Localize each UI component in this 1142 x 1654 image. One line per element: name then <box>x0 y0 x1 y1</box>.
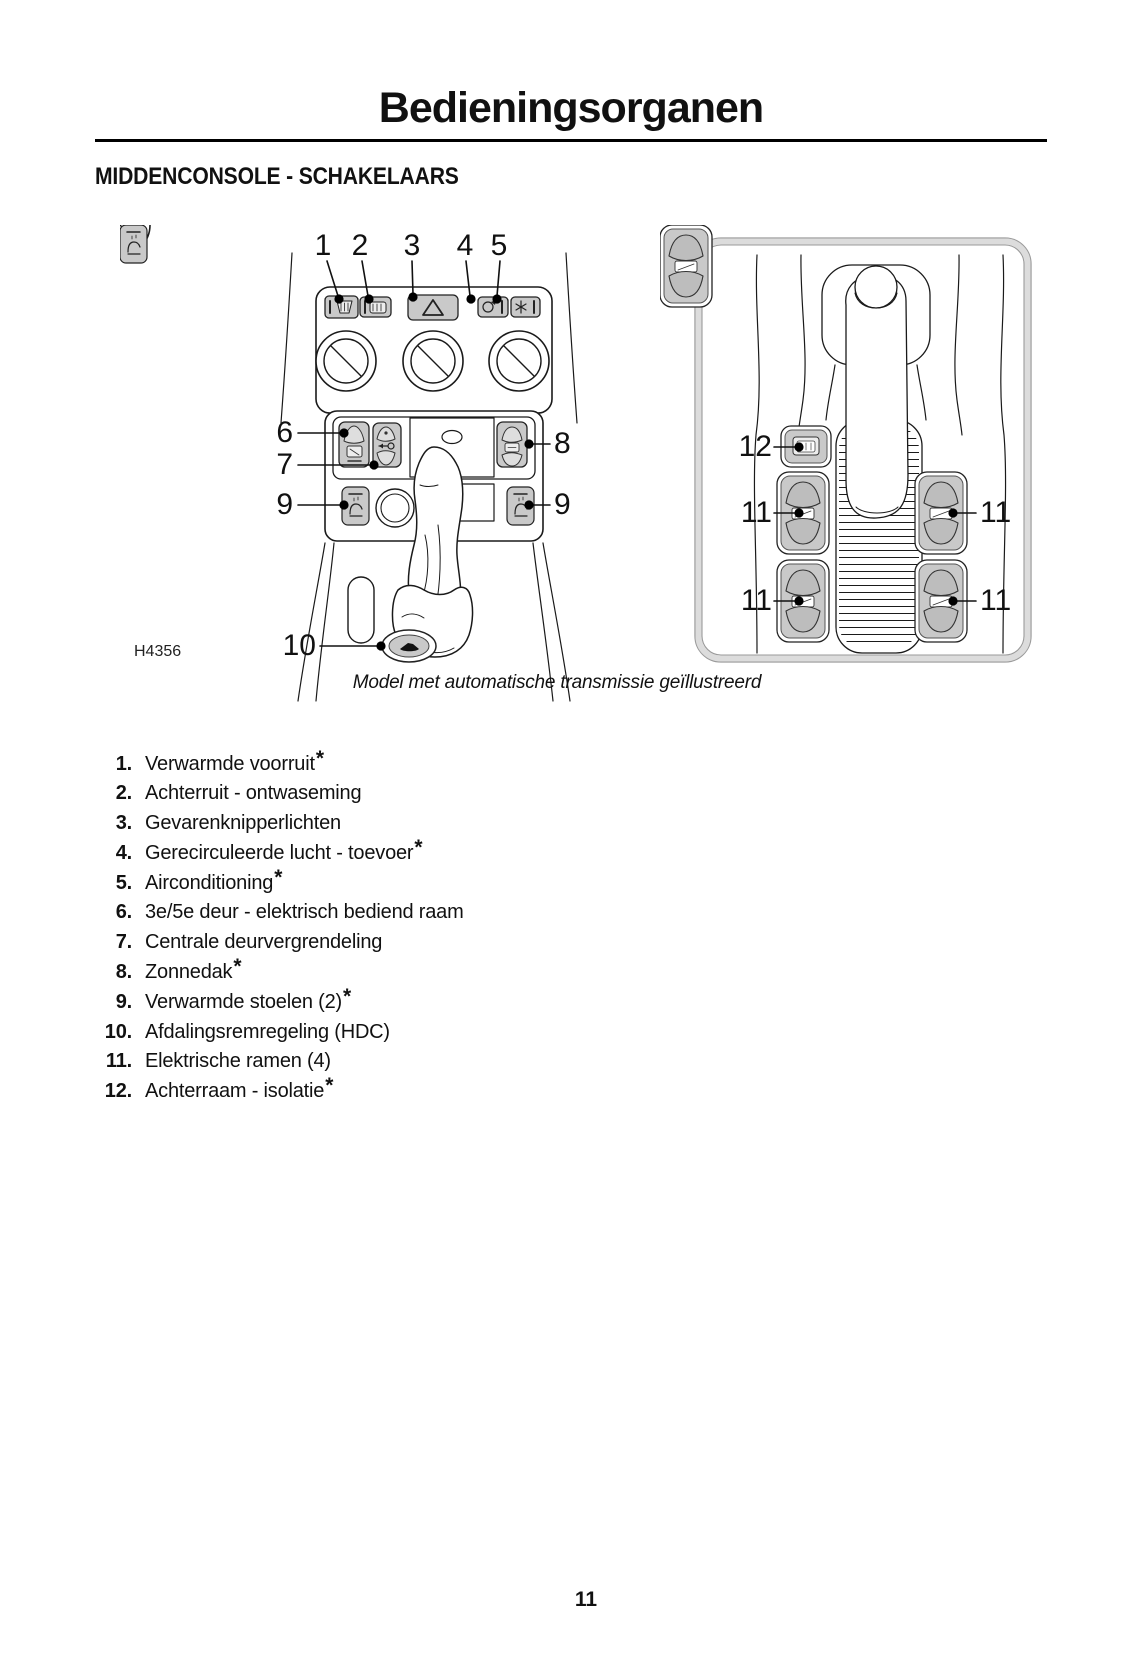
callout-12: 12 <box>739 430 772 463</box>
legend-item-10: 10. Afdalingsremregeling (HDC) <box>95 1018 715 1047</box>
page-number: 11 <box>574 1588 598 1611</box>
legend-num: 5. <box>115 872 132 895</box>
legend-item-9: 9. Verwarmde stoelen (2)* <box>95 985 715 1017</box>
central-locking-switch <box>372 422 402 468</box>
legend-text: Centrale deurvergrendeling <box>145 930 383 953</box>
legend-num: 2. <box>115 782 132 805</box>
tailgate-window-icon <box>346 445 363 458</box>
option-asterisk: * <box>233 955 242 979</box>
heater-dial-centre <box>402 330 464 392</box>
callout-6: 6 <box>276 416 293 449</box>
legend-text: Achterraam - isolatie <box>145 1080 325 1103</box>
figure-console-front: 1 2 3 4 5 6 7 8 9 9 10 H4356 <box>120 225 600 705</box>
callout-7: 7 <box>276 448 293 481</box>
callout-5: 5 <box>491 229 508 262</box>
callout-10: 10 <box>283 629 316 662</box>
option-asterisk: * <box>414 835 423 859</box>
legend-num: 3. <box>115 811 132 834</box>
callout-8: 8 <box>554 427 571 460</box>
left-figure-callouts <box>297 260 551 651</box>
legend-num: 10. <box>104 1020 132 1043</box>
callout-11-right-front: 11 <box>980 496 1011 529</box>
option-asterisk: * <box>343 985 351 1009</box>
central-locking-icon <box>378 442 395 450</box>
legend-item-11: 11. Elektrische ramen (4) <box>95 1047 715 1076</box>
air-conditioning-button <box>510 296 541 318</box>
callout-3: 3 <box>404 229 421 262</box>
heated-windscreen-button <box>324 295 359 319</box>
legend-item-1: 1. Verwarmde voorruit* <box>95 747 715 779</box>
callout-9-left: 9 <box>276 488 293 521</box>
console-top-contours <box>753 254 1007 654</box>
heated-rear-window-icon <box>369 301 387 314</box>
section-heading: MIDDENCONSOLE - SCHAKELAARS <box>95 163 459 190</box>
legend-text: Gevarenknipperlichten <box>145 811 341 834</box>
legend-text: Verwarmde voorruit <box>145 753 315 775</box>
legend-num: 8. <box>115 961 132 984</box>
legend-item-7: 7. Centrale deurvergrendeling <box>95 928 715 957</box>
legend-text: Afdalingsremregeling (HDC) <box>145 1020 390 1043</box>
heated-windscreen-icon <box>336 300 353 314</box>
legend-num: 11. <box>105 1049 132 1072</box>
option-asterisk: * <box>315 747 324 770</box>
legend-item-8: 8. Zonnedak* <box>95 955 715 987</box>
left-figure-callout-labels: 1 2 3 4 5 6 7 8 9 9 10 H4356 <box>134 229 571 662</box>
hdc-icon <box>400 643 419 652</box>
page-title: Bedieningsorganen <box>378 84 764 132</box>
callout-11-left-rear: 11 <box>741 584 772 617</box>
legend-text: 3e/5e deur - elektrisch bediend raam <box>145 901 464 924</box>
callout-1: 1 <box>315 229 332 262</box>
legend-item-3: 3. Gevarenknipperlichten <box>95 809 715 838</box>
option-asterisk: * <box>325 1074 334 1098</box>
legend-num: 9. <box>115 991 132 1014</box>
title-rule <box>95 139 1047 142</box>
hazard-triangle-icon <box>422 299 444 316</box>
heated-rear-window-button <box>359 296 392 318</box>
option-asterisk: * <box>274 866 283 890</box>
legend-num: 4. <box>115 841 132 864</box>
legend-text: Zonnedak <box>145 961 233 984</box>
legend-num: 6. <box>115 901 132 924</box>
legend-item-12: 12. Achterraam - isolatie* <box>95 1074 715 1106</box>
callout-9-right: 9 <box>554 488 571 521</box>
callout-11-right-rear: 11 <box>980 584 1011 617</box>
right-figure-callouts <box>773 442 977 606</box>
right-figure-callout-labels: 12 11 11 11 11 <box>739 430 1012 617</box>
gear-knob <box>854 265 898 309</box>
recirculation-button <box>477 296 509 318</box>
legend-text: Elektrische ramen (4) <box>145 1049 331 1072</box>
legend-text: Gerecirculeerde lucht - toevoer <box>145 841 414 864</box>
legend-item-4: 4. Gerecirculeerde lucht - toevoer* <box>95 836 715 868</box>
gear-lever-top <box>845 265 909 519</box>
legend-item-2: 2. Achterruit - ontwaseming <box>95 779 715 808</box>
figure-caption: Model met automatische transmissie geïll… <box>352 672 762 693</box>
hazard-switch <box>407 294 459 321</box>
legend-item-5: 5. Airconditioning* <box>95 866 715 898</box>
legend-text: Achterruit - ontwaseming <box>145 782 362 805</box>
drawing-code: H4356 <box>134 643 181 660</box>
gear-surround-slot <box>441 429 463 445</box>
legend-item-6: 6. 3e/5e deur - elektrisch bediend raam <box>95 898 715 927</box>
legend-num: 1. <box>115 753 132 775</box>
snowflake-icon <box>515 300 527 314</box>
heater-panel <box>120 225 553 414</box>
legend-num: 7. <box>115 930 132 953</box>
hdc-switch <box>381 629 437 663</box>
legend-list: 1.Verwarmde voorruit* 2.Achterruit - ont… <box>95 747 715 1107</box>
callout-11-left-front: 11 <box>741 496 772 529</box>
sunroof-switch <box>496 421 528 468</box>
legend-text: Airconditioning <box>145 872 274 895</box>
heater-dial-left <box>315 330 377 392</box>
stowage-well <box>347 576 375 644</box>
legend-num: 12. <box>104 1080 132 1103</box>
rear-screen-isolation-switch <box>780 425 832 468</box>
callout-4: 4 <box>457 229 474 262</box>
callout-2: 2 <box>352 229 369 262</box>
heater-dial-right <box>488 330 550 392</box>
console-contour-lines <box>280 252 578 702</box>
legend-text: Verwarmde stoelen (2) <box>145 991 343 1014</box>
figure-console-top: 12 11 11 11 11 <box>660 225 1080 665</box>
